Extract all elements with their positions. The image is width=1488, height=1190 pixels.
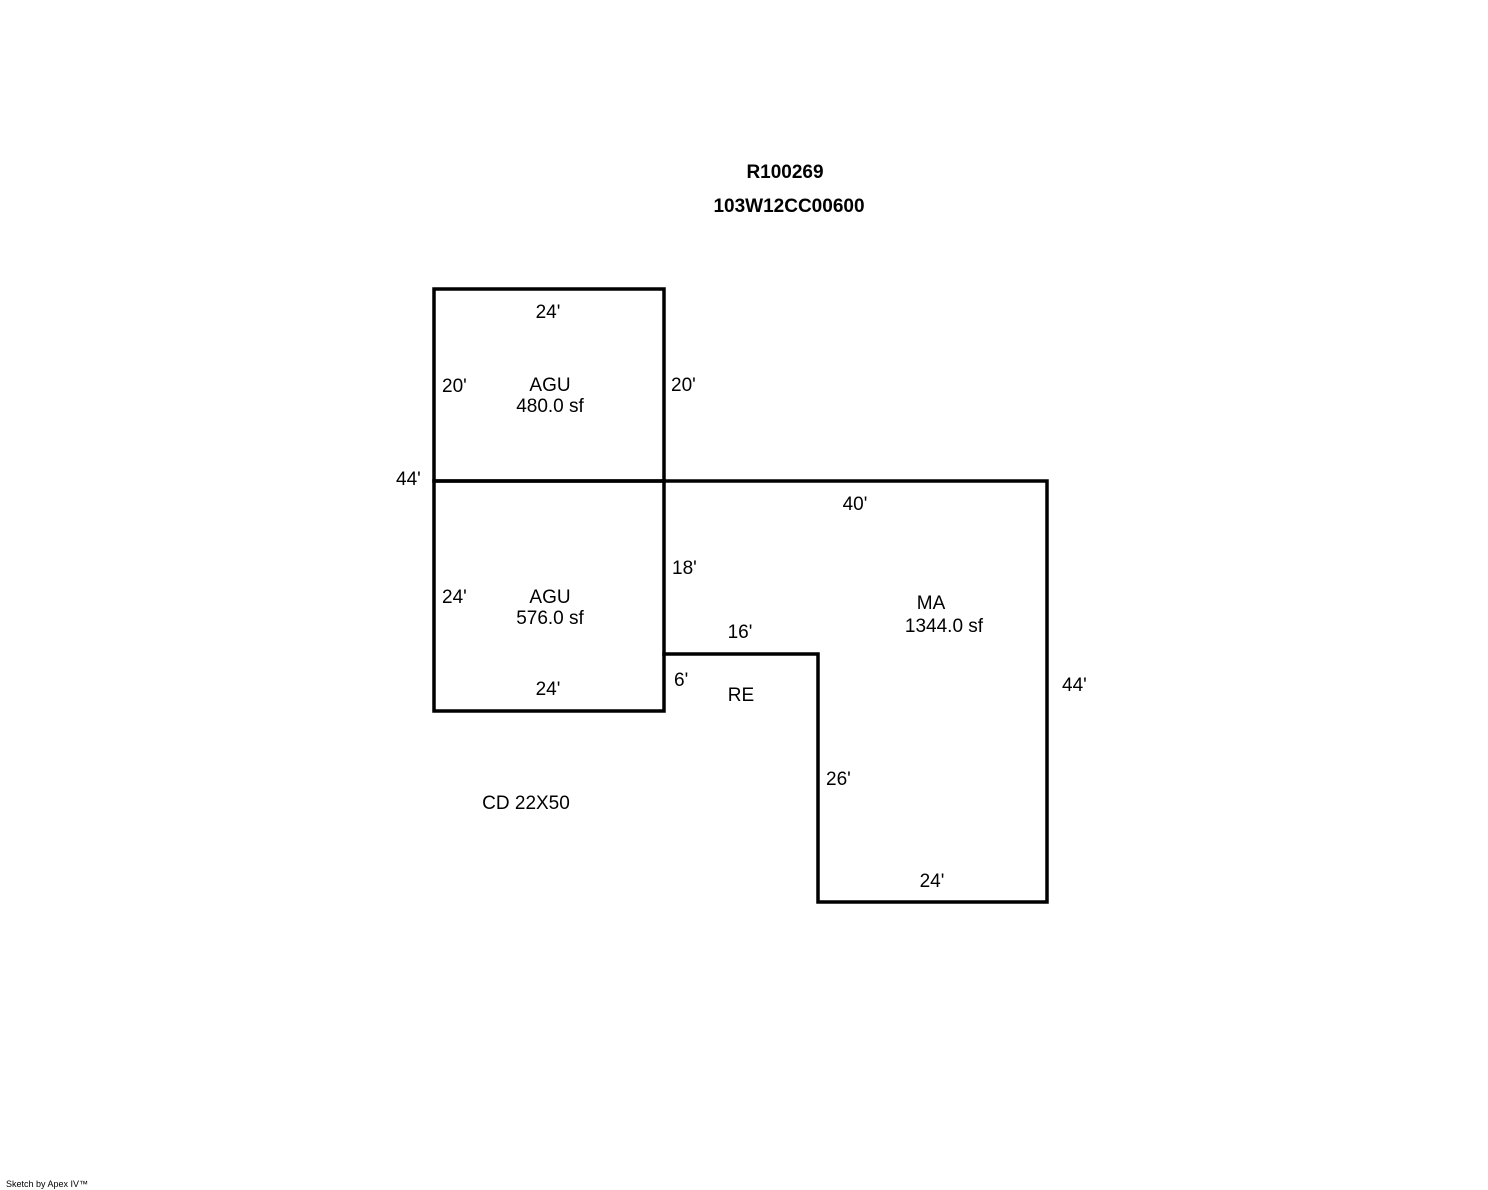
area-re-code: RE [728, 685, 754, 706]
dim-ma-bottom: 24' [920, 871, 945, 892]
ma-outline [662, 479, 1049, 904]
area-agu-upper-size: 480.0 sf [516, 396, 584, 417]
sketch-credit: Sketch by Apex IV™ [6, 1179, 88, 1189]
dim-overall-left: 44' [396, 469, 421, 490]
map-tax-lot: 103W12CC00600 [713, 196, 864, 217]
area-agu-lower-code: AGU [529, 587, 570, 608]
dim-re-top: 16' [728, 622, 753, 643]
dim-agu-upper-top: 24' [536, 302, 561, 323]
account-id: R100269 [746, 162, 823, 183]
dim-re-left: 6' [674, 670, 688, 691]
area-ma-code: MA [917, 593, 946, 614]
area-agu-lower-size: 576.0 sf [516, 608, 584, 629]
area-agu-upper-code: AGU [529, 375, 570, 396]
dim-agu-upper-left: 20' [442, 376, 467, 397]
dim-ma-right: 44' [1062, 675, 1087, 696]
dim-ma-left-upper: 18' [672, 558, 697, 579]
dim-agu-upper-right: 20' [671, 375, 696, 396]
area-ma-size: 1344.0 sf [905, 616, 984, 637]
dim-ma-top: 40' [843, 494, 868, 515]
note-cd: CD 22X50 [482, 793, 570, 814]
dim-agu-lower-left: 24' [442, 587, 467, 608]
dim-ma-notch-side: 26' [826, 769, 851, 790]
agu-lower-outline [432, 479, 666, 713]
dim-agu-lower-bottom: 24' [536, 679, 561, 700]
